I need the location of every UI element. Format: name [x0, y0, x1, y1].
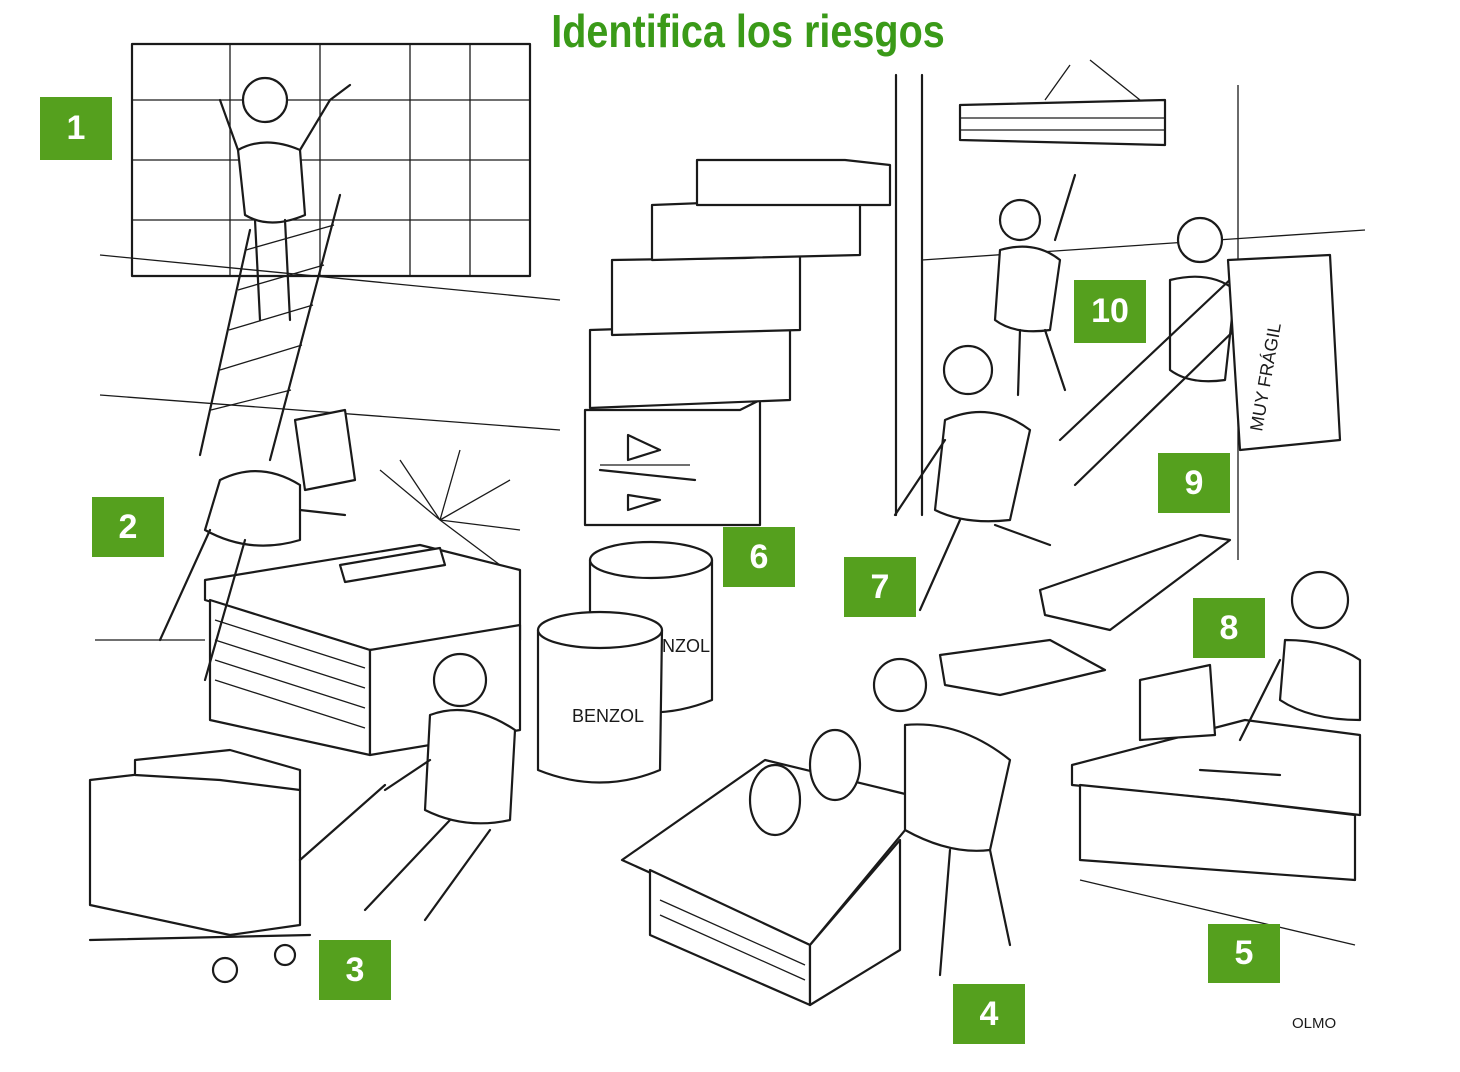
hazard-number-badge: 2 — [92, 497, 164, 557]
worker-carrying-ladder — [1058, 216, 1252, 487]
artist-signature: OLMO — [1292, 1015, 1336, 1032]
hazard-number-badge: 5 — [1208, 924, 1280, 983]
benzol-barrels: BENZOL NZOL — [536, 540, 714, 784]
grinder-bench — [620, 728, 932, 1007]
hanging-load — [958, 59, 1167, 147]
lathe-worker — [1238, 570, 1362, 742]
page-title: Identifica los riesgos — [551, 5, 945, 57]
worker-pulling-cart — [363, 652, 517, 922]
worker-on-ladder — [218, 76, 352, 322]
stacked-boxes — [583, 158, 892, 527]
lathe-bench — [1070, 663, 1362, 882]
running-worker — [893, 344, 1052, 612]
welding-sparks — [379, 449, 521, 566]
worker-at-grinder — [872, 657, 1012, 977]
wood-planks — [938, 533, 1232, 697]
worker-reaching — [993, 173, 1077, 397]
hazard-number-badge: 8 — [1193, 598, 1265, 658]
hazard-number-badge: 4 — [953, 984, 1025, 1044]
ladder — [198, 193, 342, 462]
hazard-number-badge: 3 — [319, 940, 391, 1000]
hazard-number-badge: 1 — [40, 97, 112, 160]
barrel-label-front: BENZOL — [572, 706, 644, 726]
hazard-number-badge: 6 — [723, 527, 795, 587]
fragile-crate: MUY FRÁGIL — [1226, 253, 1342, 452]
barrel-label-back: NZOL — [662, 636, 710, 656]
hazard-number-badge: 9 — [1158, 453, 1230, 513]
window-frame — [130, 42, 532, 278]
hand-cart — [88, 748, 387, 984]
welder — [158, 408, 357, 682]
hazard-number-badge: 7 — [844, 557, 916, 617]
welding-table — [203, 543, 522, 757]
hazard-number-badge: 10 — [1074, 280, 1146, 343]
